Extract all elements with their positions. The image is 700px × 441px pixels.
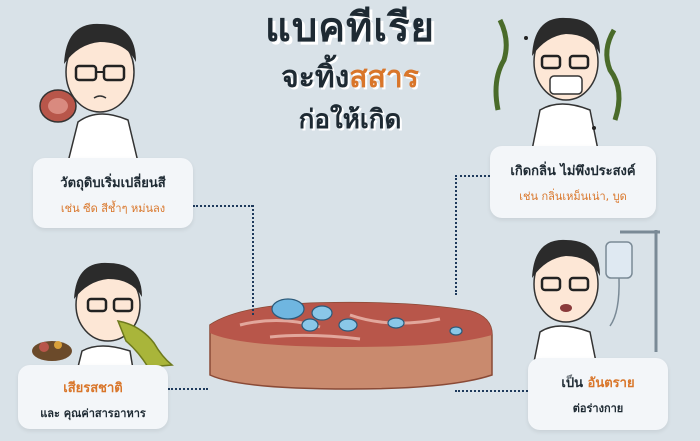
character-bad-smell-illustration (493, 17, 622, 150)
title-line-3: ก่อให้เกิด (298, 105, 402, 135)
character-holding-meat-illustration (39, 23, 139, 162)
effect-card-lost-taste-detail: และ คุณค่าสารอาหาร (40, 407, 146, 420)
effect-card-bad-smell-title: เกิดกลิ่น ไม่พึงประสงค์ (510, 164, 636, 179)
effect-card-color-change-example: เช่น ซีด สีช้ำๆ หม่นลง (60, 202, 166, 215)
effect-card-danger-detail: ต่อร่างกาย (572, 402, 624, 415)
effect-card-bad-smell: เกิดกลิ่น ไม่พึงประสงค์ เช่น กลิ่นเหม็นเ… (490, 146, 656, 218)
effect-card-lost-taste: เสียรสชาติ และ คุณค่าสารอาหาร (18, 365, 168, 429)
effect-card-danger-accent: อันตราย (587, 376, 635, 391)
character-vomiting-illustration (32, 262, 174, 375)
character-sick-iv-illustration (532, 230, 660, 362)
connector-bottom-right (455, 390, 528, 392)
effect-card-color-change-title: วัตถุดิบเริ่มเปลี่ยนสี (60, 176, 166, 191)
title-line-2-accent: สสาร (349, 60, 419, 95)
connector-top-right-vertical (455, 175, 457, 295)
connector-top-left (193, 205, 253, 207)
title-line-1: แบคทีเรีย (265, 5, 435, 51)
title-block: แบคทีเรีย จะทิ้งสสาร ก่อให้เกิด (200, 4, 500, 138)
effect-card-danger: เป็น อันตราย ต่อร่างกาย (528, 358, 668, 430)
meat-slab-with-bacteria-illustration (209, 298, 493, 390)
connector-top-right (455, 175, 490, 177)
title-line-2-prefix: จะทิ้ง (281, 60, 350, 95)
connector-bottom-left (168, 388, 208, 390)
effect-card-lost-taste-title: เสียรสชาติ (63, 381, 123, 396)
effect-card-bad-smell-example: เช่น กลิ่นเหม็นเน่า, บูด (519, 190, 627, 203)
effect-card-danger-prefix: เป็น (561, 376, 588, 391)
effect-card-color-change: วัตถุดิบเริ่มเปลี่ยนสี เช่น ซีด สีช้ำๆ ห… (33, 158, 193, 228)
effect-card-danger-title: เป็น อันตราย (528, 372, 668, 393)
connector-top-left-vertical (252, 205, 254, 315)
title-line-2: จะทิ้งสสาร (200, 58, 500, 98)
